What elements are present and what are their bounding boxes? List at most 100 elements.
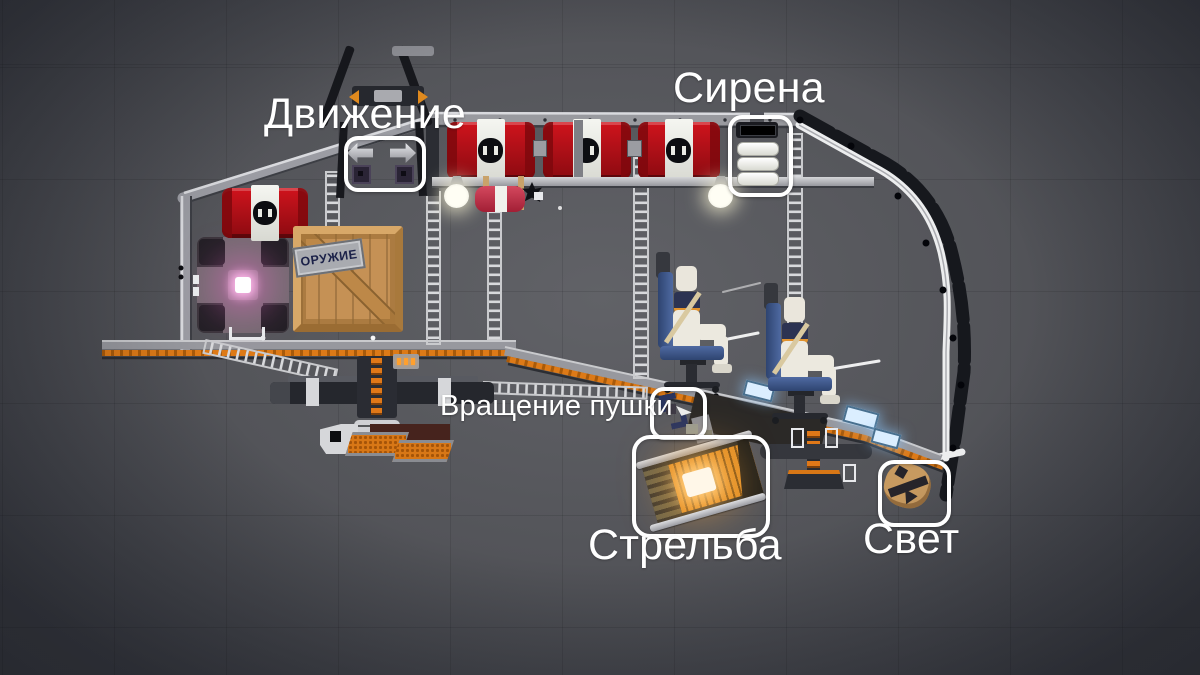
chair-underseat [788, 391, 814, 396]
console-debris [686, 424, 698, 434]
cannon-turret [270, 350, 500, 462]
cannon-plate [306, 378, 319, 406]
chair-wheel [820, 417, 827, 424]
gun-rotation-switch[interactable] [656, 394, 694, 430]
crew-seat [650, 252, 734, 394]
label-shooting: Стрельба [588, 521, 782, 569]
console-debris [702, 430, 712, 438]
chair-seat[interactable] [768, 377, 832, 391]
barrel-cap [621, 122, 631, 179]
chair-wheel [712, 386, 719, 393]
hazard-barrel [638, 119, 720, 182]
bracket-hole [330, 431, 341, 442]
reactor-foot-bracket [229, 327, 265, 340]
chair-base [664, 382, 720, 388]
label-siren: Сирена [673, 64, 825, 112]
barrel-cap [447, 122, 457, 179]
cannon-control-box [393, 354, 419, 369]
extinguisher-valve [534, 192, 543, 200]
chair-pedestal [794, 395, 805, 415]
reactor-side-clip [193, 287, 199, 296]
label-movement: Движение [264, 90, 466, 138]
person-torso [781, 341, 808, 381]
reactor-corner [261, 239, 287, 265]
barrel-cap [525, 122, 535, 179]
crate-sign-text: ОРУЖИЕ [299, 247, 359, 269]
barrel-cap [222, 188, 232, 238]
skull-icon [666, 138, 691, 163]
chair-underseat [680, 360, 706, 365]
person-shoe [712, 364, 732, 373]
chair-backrest [658, 272, 673, 348]
cannon-column-stripe [371, 358, 382, 416]
siren-slat [737, 172, 779, 186]
skull-icon [253, 201, 277, 225]
thruster-block [352, 165, 371, 184]
siren-device[interactable] [736, 112, 780, 188]
person-torso [673, 310, 700, 350]
thruster-rig [317, 40, 450, 200]
hazard-barrel [222, 185, 308, 241]
barrel-cap [543, 122, 553, 179]
chair-seat[interactable] [660, 346, 724, 360]
crate-inner-frame [301, 234, 395, 324]
support-turret [758, 420, 878, 489]
support-clip [825, 428, 838, 448]
ladder [487, 199, 502, 341]
rig-machine-core [374, 90, 402, 102]
hazard-barrel [543, 119, 631, 182]
siren-slat [737, 142, 779, 156]
person-shoe [820, 395, 840, 404]
rig-top-bar [392, 46, 434, 56]
support-post [574, 120, 583, 180]
support-beam [760, 444, 872, 459]
callout-shooting [632, 435, 770, 538]
support-post [426, 118, 439, 196]
fire-extinguisher [468, 174, 548, 214]
indicator-light [397, 358, 401, 365]
callout-light [878, 460, 951, 527]
indicator-light [411, 358, 415, 365]
barrel-cap [638, 122, 648, 179]
thruster-port [401, 171, 406, 176]
label-gun-rotation: Вращение пушки [440, 390, 673, 422]
extinguisher-band [495, 186, 507, 212]
switch-hub [666, 404, 676, 414]
floor-horizontal [102, 340, 516, 360]
label-light: Свет [863, 515, 960, 563]
barrel-cap [710, 122, 720, 179]
support-clip [791, 428, 804, 448]
hull-left-vertical-beam [178, 194, 192, 352]
rig-flame [418, 90, 428, 104]
person-head [676, 266, 697, 291]
chair-wheel [772, 417, 779, 424]
chair-headrest [656, 252, 670, 278]
reactor-corner [261, 305, 287, 331]
reactor-core-glow [235, 277, 251, 293]
reactor-side-clip [193, 275, 199, 284]
indicator-light [404, 358, 408, 365]
cannon-muzzle [270, 382, 290, 404]
chair-base [772, 413, 828, 419]
storage-shelf [432, 177, 874, 188]
siren-screen [740, 125, 776, 136]
lamp-mount [714, 176, 728, 185]
hazard-barrel [447, 119, 535, 182]
chair-pedestal [686, 364, 697, 384]
cannon-base-plate [392, 440, 454, 462]
lamp-bulb [444, 184, 469, 208]
lamp-mount [450, 176, 464, 185]
siren-slat [737, 157, 779, 171]
chair-backrest [766, 303, 781, 379]
barrel-connector [533, 140, 547, 157]
thruster-block [395, 165, 414, 184]
ladder-diagonal [202, 338, 339, 384]
support-base [784, 470, 844, 489]
reactor-corner [199, 239, 225, 265]
reactor-device [193, 237, 289, 340]
support-clip [843, 464, 856, 482]
ceiling-lamp [442, 176, 472, 214]
hull-right-curve [793, 109, 971, 502]
